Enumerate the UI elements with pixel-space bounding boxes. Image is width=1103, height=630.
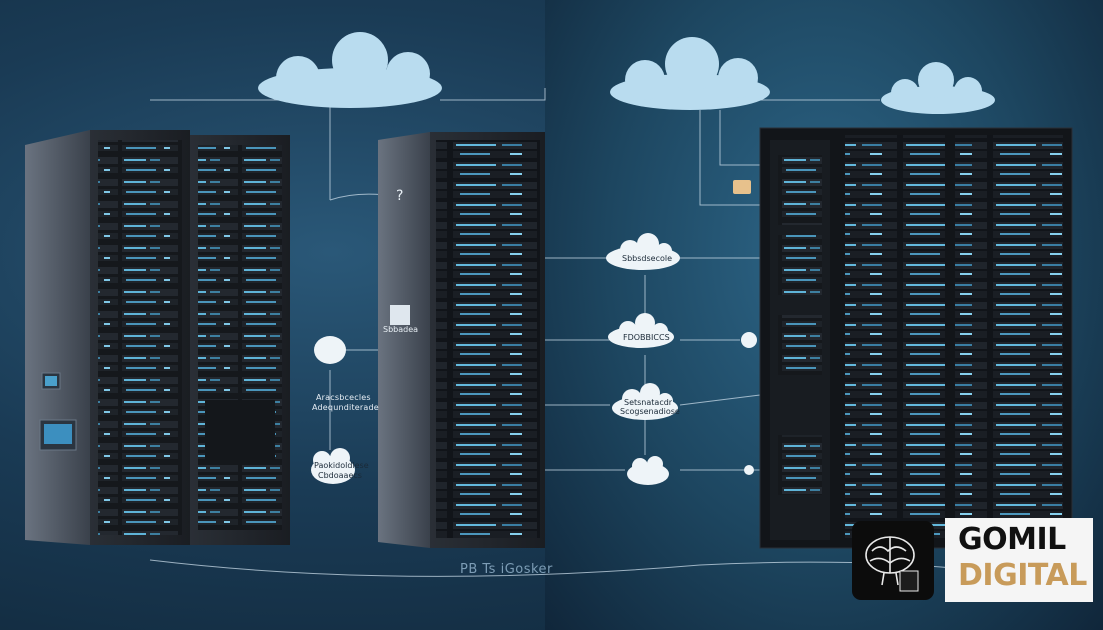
bubble-nodes (311, 233, 757, 485)
server-rack-right (733, 127, 1073, 549)
server-rack-middle (378, 132, 545, 548)
cloud-node-3-label-1: Setsnatacdr (624, 398, 673, 407)
left-annotation-1: Aracsbcecles (316, 393, 371, 402)
cloud-node-3 (612, 383, 678, 420)
cloud-node-2 (608, 313, 674, 348)
network-lines (149, 88, 1051, 581)
brain-icon (865, 536, 919, 592)
logo-word-gomil: GOMIL (958, 522, 1066, 557)
server-rack-left (25, 130, 290, 545)
cloud-node-1-label: Sbbsdsecole (622, 254, 672, 263)
cloud-icons (258, 32, 995, 114)
logo-background (945, 518, 1093, 602)
small-node (741, 332, 757, 348)
small-node (744, 465, 754, 475)
cloud-node-1 (606, 233, 680, 270)
query-mark: ? (396, 188, 403, 204)
brain-logo-icon (852, 521, 934, 600)
cloud-icon (881, 62, 995, 114)
left-bubble-node (311, 448, 355, 484)
cloud-node-3-label-2: Scogsenadiose (620, 407, 680, 416)
bottom-caption: PB Ts iGosker (460, 562, 553, 577)
cloud-icon (610, 37, 770, 110)
cloud-node-4 (627, 456, 669, 485)
cloud-icon (258, 32, 442, 108)
logo-word-digital: DIGITAL (958, 558, 1087, 593)
left-bubble-node-2 (314, 336, 346, 364)
left-bubble-label-1: Paokidoldlese (314, 461, 369, 470)
cloud-node-2-label: FDOBBICCS (623, 333, 670, 342)
server-chip-label: Sbbadea (383, 325, 418, 334)
left-bubble-label-2: Cbdoaaecs (318, 471, 362, 480)
left-annotation-2: Adequnditerade (312, 403, 379, 412)
